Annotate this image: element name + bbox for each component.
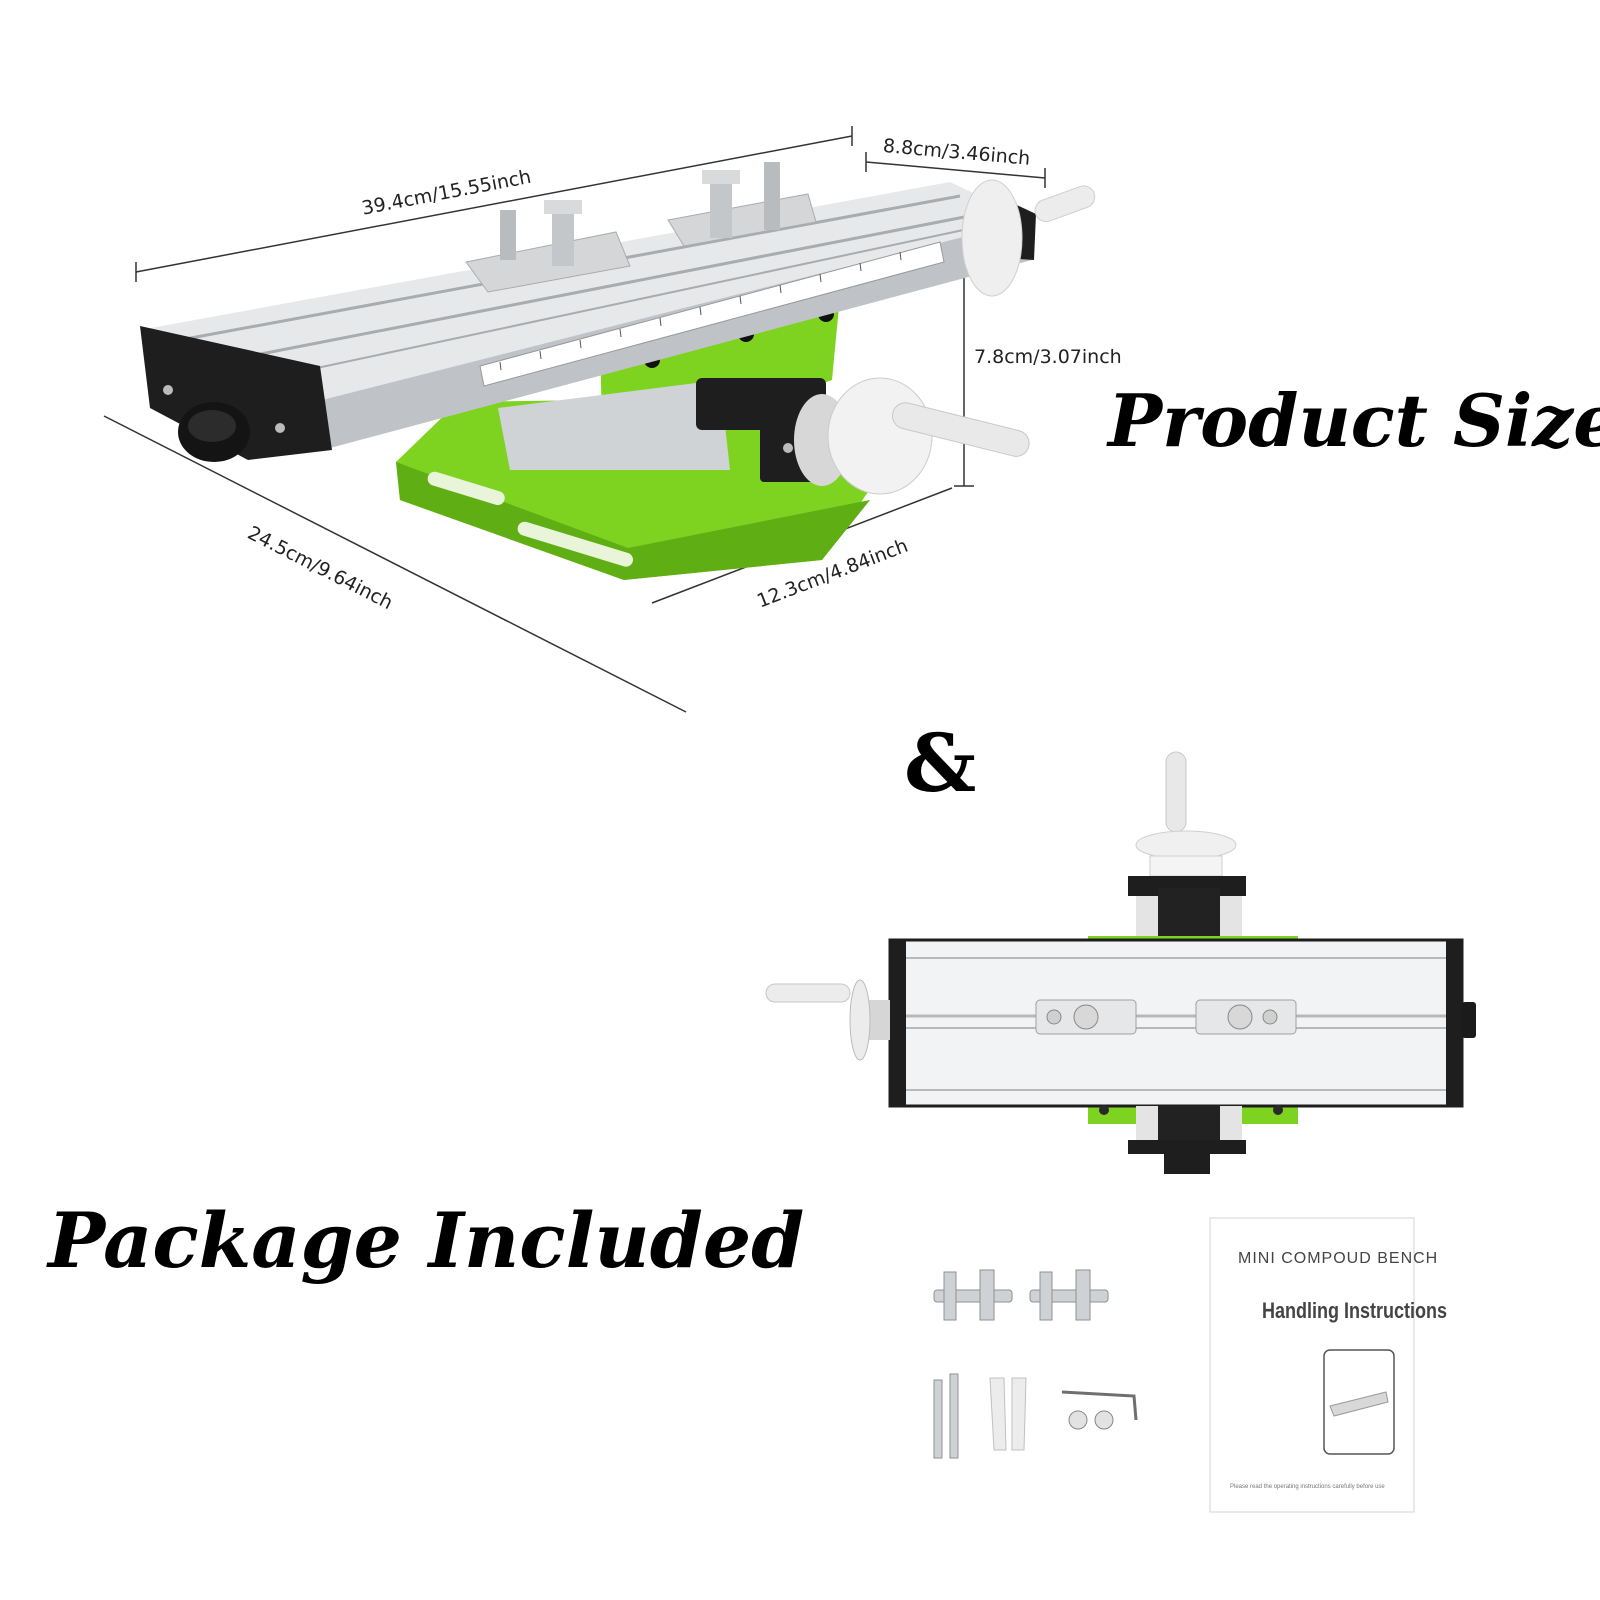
package-included-heading: Package Included (48, 1196, 805, 1285)
cross-slide (498, 378, 826, 482)
x-table (140, 179, 1096, 462)
manual-subtitle: Handling Instructions (1262, 1298, 1448, 1323)
ampersand: & (904, 716, 977, 810)
clamps (465, 162, 817, 293)
hex-key-icon (1061, 1390, 1138, 1421)
screws-icon (933, 1373, 959, 1459)
clamp-set-icon (933, 1269, 1109, 1321)
manual-title: MINI COMPOUD BENCH (1238, 1250, 1439, 1267)
nuts-icon (1068, 1410, 1114, 1430)
manual-footer: Please read the operating instructions c… (1230, 1484, 1385, 1490)
dim-height: 7.8cm/3.07inch (974, 346, 1122, 368)
y-handwheel (794, 377, 1030, 495)
handles-icon (989, 1377, 1027, 1451)
product-size-heading: Product Size (1108, 378, 1600, 463)
